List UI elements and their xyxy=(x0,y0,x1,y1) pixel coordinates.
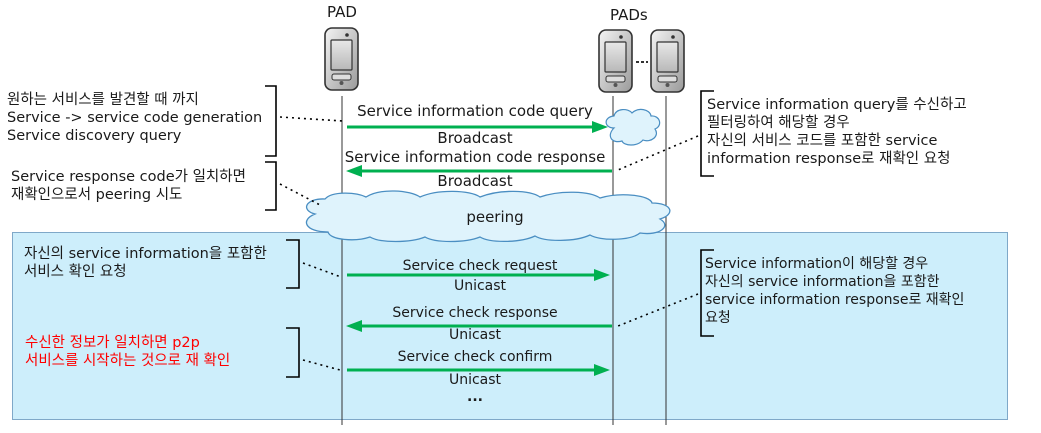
message-arrows xyxy=(346,121,612,376)
dotted-leaders xyxy=(279,116,699,371)
message-mode: Broadcast xyxy=(437,172,513,190)
message-mode: Broadcast xyxy=(437,129,513,147)
note-brackets xyxy=(265,85,714,378)
note-left-discovery: 원하는 서비스를 발견할 때 까지 Service -> service cod… xyxy=(7,92,263,144)
message-label: Service check confirm xyxy=(397,349,553,365)
note-right-query: Service information query를 수신하고 필터링하여 해당… xyxy=(707,97,967,167)
cloud-icon xyxy=(305,190,671,243)
peering-label: peering xyxy=(466,208,524,226)
cloud-icon xyxy=(605,108,661,146)
message-mode: Unicast xyxy=(448,372,502,388)
message-label: Service information code response xyxy=(344,148,606,166)
message-mode: Unicast xyxy=(453,278,507,294)
message-label: Service information code query xyxy=(357,102,593,120)
entity-label-pads: PADs xyxy=(610,6,648,24)
note-left-request: 자신의 service information을 포함한 서비스 확인 요청 xyxy=(24,246,267,280)
message-label: Service check response xyxy=(392,305,558,321)
message-label: Service check request xyxy=(402,258,558,274)
pda-device-icon xyxy=(598,29,633,93)
note-left-response: Service response code가 일치하면 재확인으로서 peeri… xyxy=(11,169,246,203)
ellipsis: ... xyxy=(467,389,483,405)
entity-label-pad: PAD xyxy=(327,3,357,21)
note-right-response: Service information이 해당할 경우 자신의 service … xyxy=(705,256,965,326)
note-left-confirm: 수신한 정보가 일치하면 p2p 서비스를 시작하는 것으로 재 확인 xyxy=(25,335,231,369)
pda-device-icon xyxy=(324,27,359,91)
message-mode: Unicast xyxy=(448,327,502,343)
pda-device-icon xyxy=(650,29,685,93)
